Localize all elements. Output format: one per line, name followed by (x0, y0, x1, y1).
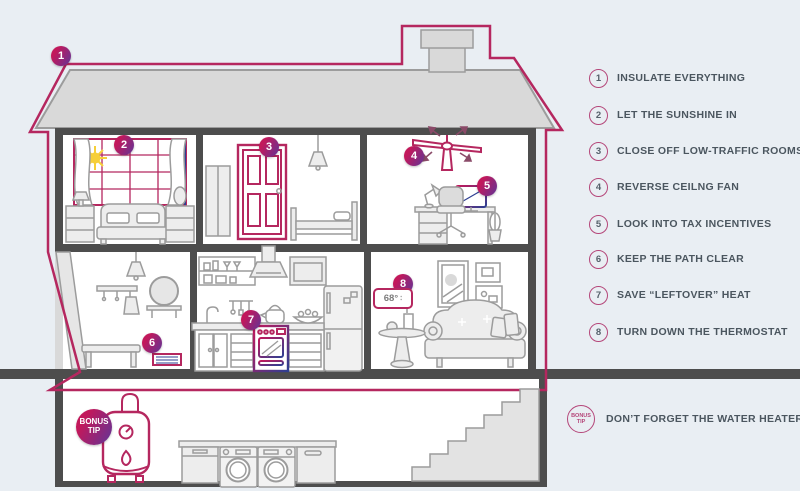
tip-label-7: SAVE “LEFTOVER” HEAT (617, 289, 751, 301)
plant-icon (488, 212, 502, 242)
coat-rack (96, 285, 140, 315)
tip-label-2: LET THE SUNSHINE IN (617, 109, 738, 121)
bonus-tip-label: DON’T FORGET THE WATER HEATER (606, 413, 800, 425)
thermostat-display: 68° (373, 288, 413, 309)
refrigerator (323, 285, 363, 372)
tip-item-3: 3 CLOSE OFF LOW-TRAFFIC ROOMS (589, 141, 800, 161)
upper-cabinet-left (198, 256, 256, 286)
guest-bed (290, 201, 358, 241)
roof (34, 29, 556, 129)
range-hood (248, 245, 289, 278)
salad-bowl (291, 308, 325, 324)
hanging-coat (123, 296, 140, 315)
office-chair (436, 186, 466, 238)
laundry-cabinet-right (296, 446, 336, 484)
tip-number-7: 7 (589, 285, 608, 305)
bench (81, 344, 141, 368)
insulation-outline (27, 24, 565, 392)
hanging-utensils (229, 300, 253, 316)
tip-item-2: 2 LET THE SUNSHINE IN (589, 105, 737, 125)
living-room (378, 260, 527, 369)
washer-icon (219, 446, 258, 488)
marker-4: 4 (404, 146, 424, 166)
dryer-icon (257, 446, 296, 488)
doormat-icon (152, 353, 182, 366)
closed-door (236, 143, 288, 241)
office-room (412, 125, 502, 245)
low-traffic-room (205, 135, 358, 241)
chimney-cap (420, 29, 474, 49)
tip-label-5: LOOK INTO TAX INCENTIVES (617, 218, 772, 230)
open-front-door (55, 251, 87, 370)
tip-label-1: INSULATE EVERYTHING (617, 72, 746, 84)
thermostat-value: 68° (383, 293, 399, 304)
tip-number-2: 2 (589, 105, 608, 125)
marker-bonus-tip: BONUS TIP (76, 409, 112, 445)
marker-5: 5 (477, 176, 497, 196)
pendant-light (125, 252, 147, 281)
oven-icon (252, 324, 290, 373)
sun-icon (83, 146, 107, 170)
faucet-icon (206, 306, 219, 323)
tip-number-3: 3 (589, 141, 608, 161)
tip-number-8: 8 (589, 322, 608, 342)
tip-item-5: 5 LOOK INTO TAX INCENTIVES (589, 214, 771, 234)
door-knob (276, 188, 282, 194)
marker-1: 1 (51, 46, 71, 66)
tip-label-4: REVERSE CEILNG FAN (617, 181, 740, 193)
tip-label-8: TURN DOWN THE THERMOSTAT (617, 326, 788, 338)
pillow (333, 211, 351, 221)
bedroom (65, 138, 195, 245)
lamp-icon (71, 191, 91, 201)
marker-7: 7 (241, 310, 261, 330)
tip-item-1: 1 INSULATE EVERYTHING (589, 68, 745, 88)
tip-number-5: 5 (589, 214, 608, 234)
kettle-icon (259, 304, 285, 324)
ground-line (0, 369, 800, 379)
marker-2: 2 (114, 135, 134, 155)
tip-label-6: KEEP THE PATH CLEAR (617, 253, 745, 265)
tip-number-6: 6 (589, 249, 608, 269)
tip-item-6: 6 KEEP THE PATH CLEAR (589, 249, 744, 269)
bonus-tip-circle: BONUS TIP (567, 405, 595, 433)
tip-number-4: 4 (589, 177, 608, 197)
basement-stairs (411, 388, 540, 482)
round-mirror (146, 276, 182, 318)
marker-3: 3 (259, 137, 279, 157)
mirror-icon (173, 186, 187, 206)
nightstand-right (165, 186, 195, 243)
entryway (81, 252, 182, 368)
laundry-area (178, 440, 337, 488)
marker-6: 6 (142, 333, 162, 353)
wall-art (437, 260, 503, 309)
kitchen (191, 245, 363, 373)
tip-number-1: 1 (589, 68, 608, 88)
water-heater-icon (101, 392, 151, 483)
chimney-stem (428, 45, 466, 73)
side-table (378, 303, 426, 369)
sofa (423, 299, 527, 368)
sparkles (458, 315, 491, 326)
thermostat-buttons-icon (398, 293, 402, 304)
tip-item-7: 7 SAVE “LEFTOVER” HEAT (589, 285, 751, 305)
nightstand-left (65, 191, 95, 243)
tip-label-3: CLOSE OFF LOW-TRAFFIC ROOMS (617, 145, 800, 157)
bed-mattress (96, 226, 170, 240)
tip-item-8: 8 TURN DOWN THE THERMOSTAT (589, 322, 788, 342)
tip-item-4: 4 REVERSE CEILNG FAN (589, 177, 739, 197)
curtain-left (73, 138, 94, 206)
pendant-light (307, 135, 329, 171)
flame-icon (121, 449, 132, 466)
throw-pillow (503, 312, 520, 337)
ceiling-fan-icon (412, 125, 482, 171)
tip-item-bonus: BONUS TIP DON’T FORGET THE WATER HEATER (567, 405, 800, 433)
